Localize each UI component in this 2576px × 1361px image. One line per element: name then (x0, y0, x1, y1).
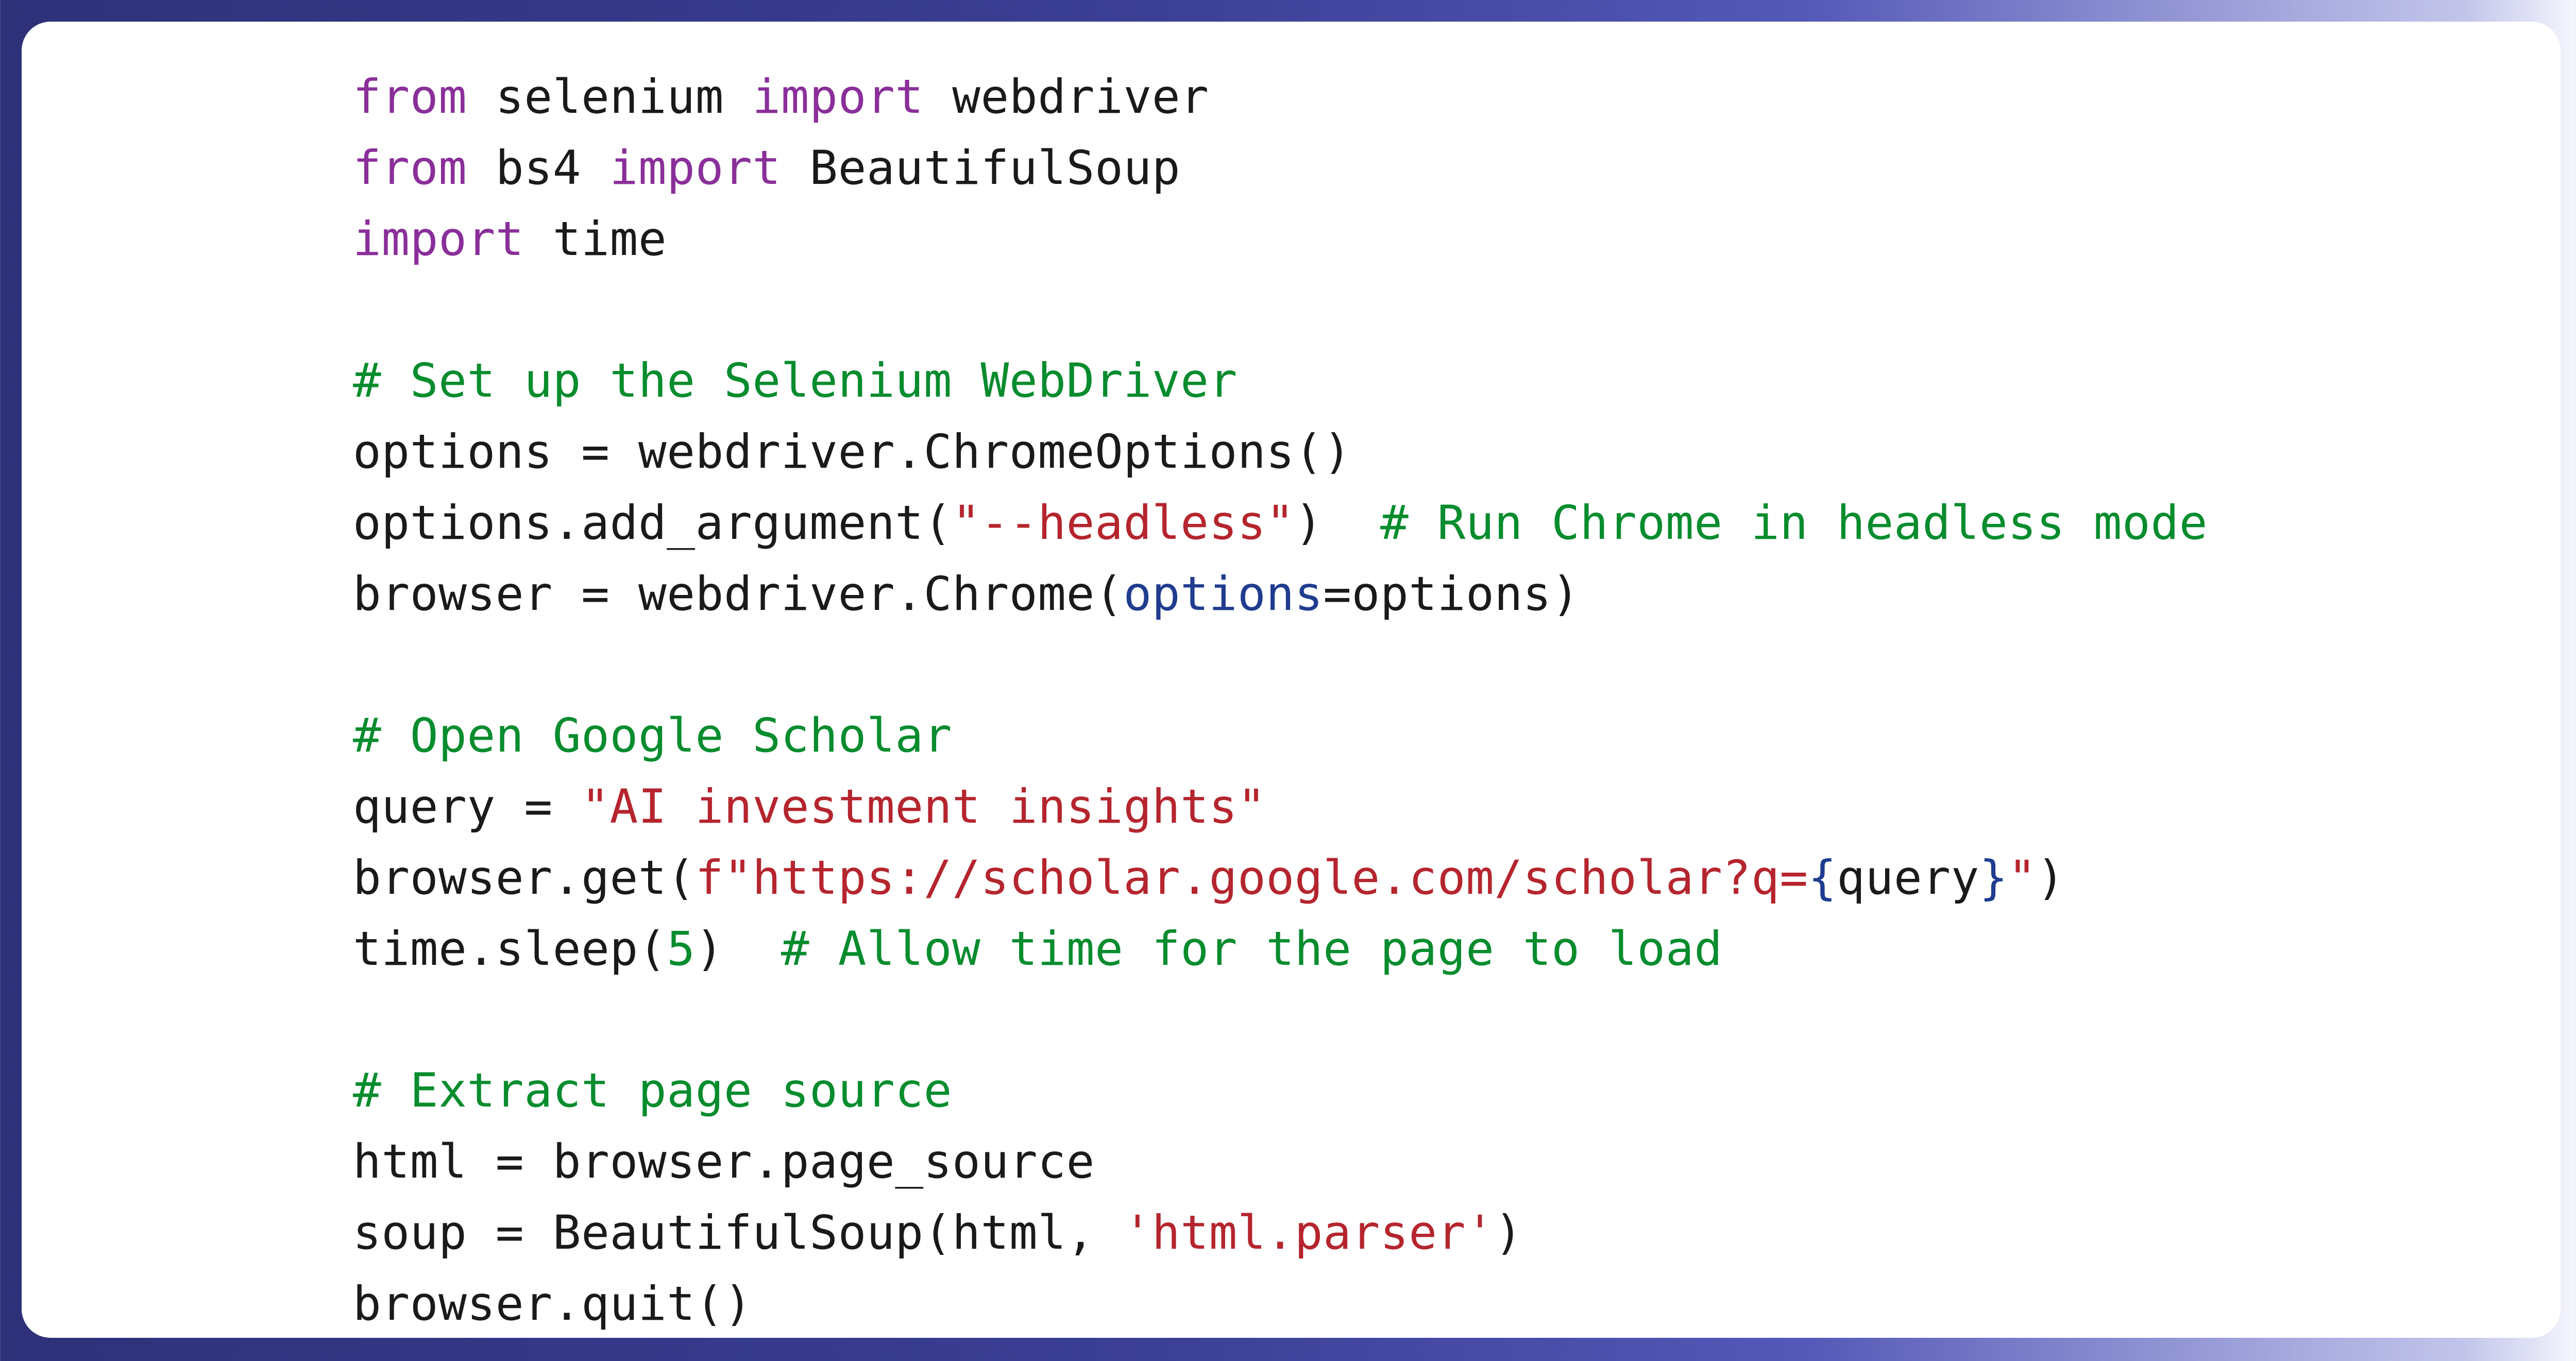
code-line: query = "AI investment insights" (353, 772, 2561, 843)
code-line: browser.quit() (353, 1269, 2561, 1340)
code-line: from bs4 import BeautifulSoup (353, 133, 2561, 204)
code-token: options (1123, 567, 1324, 621)
blank-line (353, 275, 2561, 346)
code-token: time (524, 212, 667, 266)
code-token: " (2008, 850, 2037, 905)
code-token: options.add_argument( (353, 496, 953, 550)
code-line: import time (353, 204, 2561, 275)
code-token: # Allow time for the page to load (781, 922, 1723, 976)
code-token: time.sleep( (353, 922, 667, 976)
code-token: BeautifulSoup (781, 141, 1181, 195)
code-token: { (1808, 850, 1837, 905)
code-line: # Set up the Selenium WebDriver (353, 346, 2561, 417)
code-line: time.sleep(5) # Allow time for the page … (353, 914, 2561, 985)
code-line: browser.get(f"https://scholar.google.com… (353, 843, 2561, 914)
code-line: from selenium import webdriver (353, 62, 2561, 133)
code-token: bs4 (467, 141, 610, 195)
code-line: # Extract page source (353, 1056, 2561, 1127)
code-token: query = (353, 779, 582, 834)
code-token: "AI investment insights" (581, 779, 1266, 834)
code-token: browser = webdriver.Chrome( (353, 567, 1124, 621)
code-token: ) (2036, 850, 2065, 905)
code-token: ) (1294, 496, 1380, 550)
code-token: webdriver (923, 70, 1209, 124)
code-token: # Set up the Selenium WebDriver (353, 354, 1238, 409)
code-token: import (353, 212, 524, 266)
code-token: ) (1494, 1205, 1523, 1260)
blank-line (353, 984, 2561, 1056)
code-line: browser = webdriver.Chrome(options=optio… (353, 559, 2561, 630)
code-line: options = webdriver.ChromeOptions() (353, 417, 2561, 488)
blank-line (353, 630, 2561, 701)
code-token: } (1979, 850, 2008, 905)
code-token: # Extract page source (353, 1064, 953, 1118)
code-token: query (1837, 850, 1980, 905)
code-token: 5 (667, 922, 696, 976)
code-token: options = webdriver.ChromeOptions() (353, 424, 1352, 479)
code-token: # Run Chrome in headless mode (1380, 496, 2208, 550)
code-line: soup = BeautifulSoup(html, 'html.parser'… (353, 1198, 2561, 1269)
code-line: options.add_argument("--headless") # Run… (353, 488, 2561, 559)
code-token: ) (695, 922, 781, 976)
code-token: browser.quit() (353, 1277, 753, 1331)
code-token: selenium (467, 70, 753, 124)
code-token: from (353, 141, 467, 195)
code-token: "--headless" (952, 496, 1295, 550)
code-line: # Open Google Scholar (353, 701, 2561, 772)
code-token: html = browser.page_source (353, 1134, 1095, 1189)
code-token: # Open Google Scholar (353, 709, 953, 763)
code-token: =options) (1323, 567, 1580, 621)
code-token: import (752, 70, 924, 124)
code-token: from (353, 70, 467, 124)
code-token: 'html.parser' (1123, 1205, 1495, 1260)
code-token: browser.get( (353, 850, 696, 905)
code-token: f"https://scholar.google.com/scholar?q= (695, 850, 1808, 905)
code-token: soup = BeautifulSoup(html, (353, 1205, 1124, 1260)
code-line: html = browser.page_source (353, 1127, 2561, 1198)
code-token: import (609, 141, 781, 195)
